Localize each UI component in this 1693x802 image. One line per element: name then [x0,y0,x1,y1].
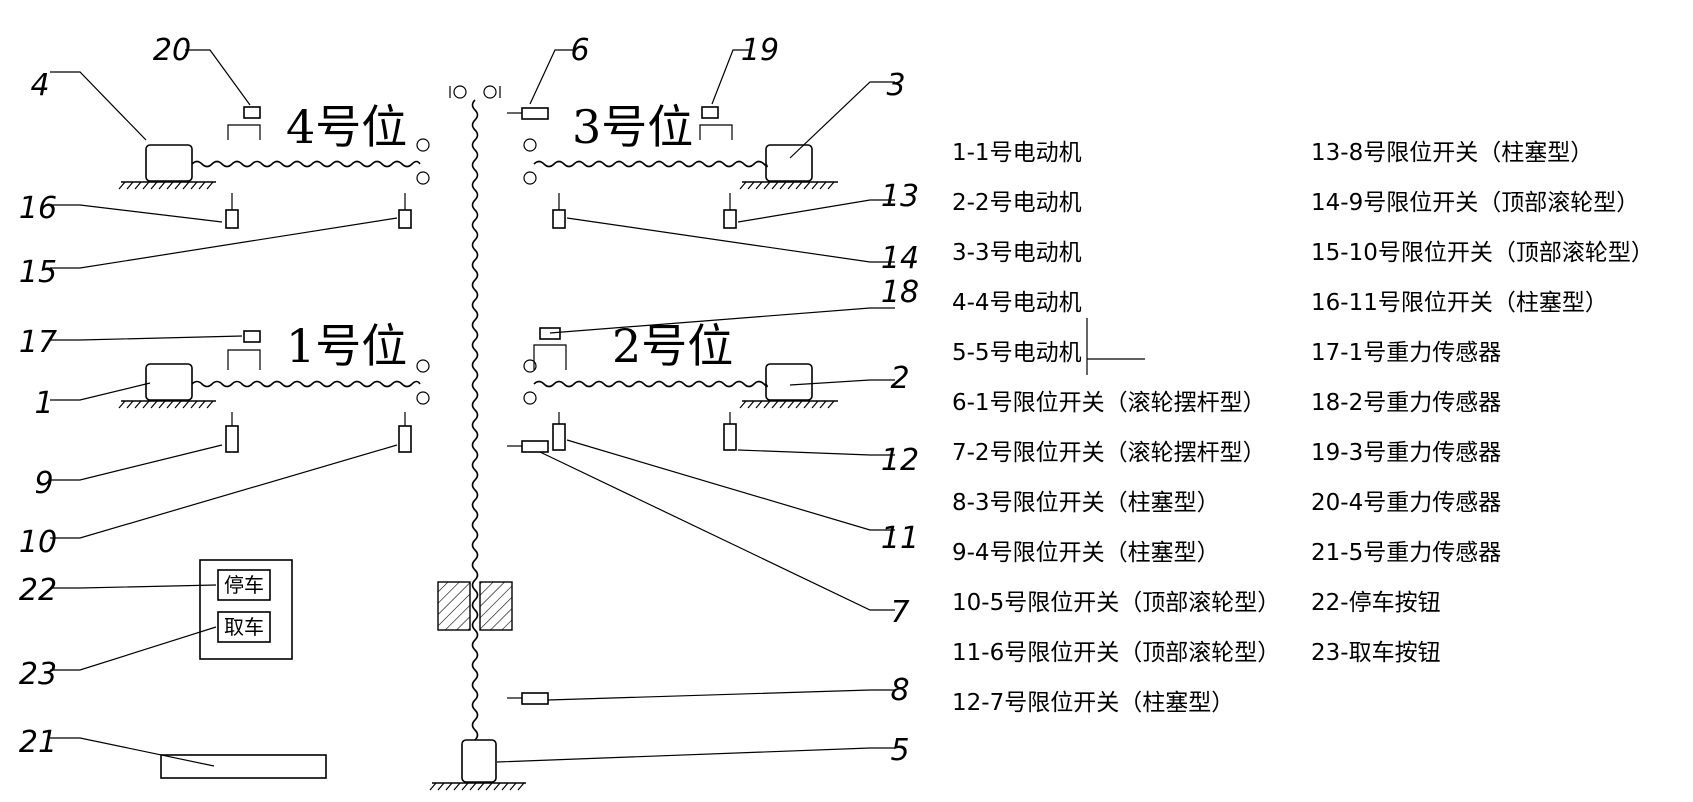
callout-21: 21 [19,725,57,760]
legend-item: 8-3号限位开关（柱塞型） [952,490,1220,516]
legend-item: 2-2号电动机 [952,190,1082,216]
callout-20: 20 [153,33,191,68]
legend-item: 10-5号限位开关（顶部滚轮型） [952,590,1281,616]
callout-numbers: 4 20 16 15 17 1 9 10 22 23 21 6 19 3 13 … [19,33,919,768]
callout-13: 13 [881,179,919,214]
legend-item: 22-停车按钮 [1311,590,1441,616]
motor-4 [145,144,193,182]
motor-3 [765,144,813,182]
legend-item: 13-8号限位开关（柱塞型） [1311,140,1594,166]
legend-item: 21-5号重力传感器 [1311,540,1502,566]
legend-right-column: 13-8号限位开关（柱塞型） 14-9号限位开关（顶部滚轮型） 15-10号限位… [1311,128,1654,678]
park-button[interactable]: 停车 [224,573,264,597]
callout-6: 6 [570,33,589,68]
legend-item: 11-6号限位开关（顶部滚轮型） [952,640,1281,666]
callout-3: 3 [886,68,905,103]
vertical-shaft [449,85,501,741]
retrieve-button[interactable]: 取车 [224,615,264,639]
callout-10: 10 [19,525,57,560]
position-4-label: 4号位 [286,100,407,154]
callout-12: 12 [881,443,919,478]
callout-23: 23 [19,657,57,692]
legend-item: 23-取车按钮 [1311,640,1441,666]
legend-item: 14-9号限位开关（顶部滚轮型） [1311,190,1640,216]
motor-2 [765,363,813,401]
callout-15: 15 [19,255,57,290]
limit-switch-8 [507,692,549,705]
legend-item: 17-1号重力传感器 [1311,340,1502,366]
legend-item: 20-4号重力传感器 [1311,490,1502,516]
legend-item: 4-4号电动机 [952,290,1082,316]
callout-11: 11 [881,521,919,556]
legend-left-column: 1-1号电动机 2-2号电动机 3-3号电动机 4-4号电动机 5-5号电动机 … [952,128,1280,728]
motor-5 [429,739,526,791]
legend-item: 18-2号重力传感器 [1311,390,1502,416]
callout-14: 14 [881,241,919,276]
callout-17: 17 [19,325,57,360]
legend-item: 6-1号限位开关（滚轮摆杆型） [952,390,1266,416]
legend-item: 5-5号电动机 [952,340,1082,366]
position-1-label: 1号位 [286,319,407,373]
legend-item: 1-1号电动机 [952,140,1082,166]
control-panel: 停车 取车 [199,559,293,660]
position-2-label: 2号位 [612,319,733,373]
legend-item: 19-3号重力传感器 [1311,440,1502,466]
position-2-assembly [507,327,838,453]
callout-16: 16 [19,191,57,226]
position-4-assembly [118,106,430,229]
callout-4: 4 [30,68,49,103]
callout-7: 7 [890,595,909,630]
position-3-assembly [507,106,838,229]
callout-5: 5 [890,733,909,768]
callout-9: 9 [34,466,53,501]
gravity-sensor-21 [160,754,327,779]
callout-8: 8 [890,673,909,708]
legend-item: 15-10号限位开关（顶部滚轮型） [1311,240,1654,266]
legend-item: 9-4号限位开关（柱塞型） [952,540,1220,566]
legend-item: 3-3号电动机 [952,240,1082,266]
legend-item: 7-2号限位开关（滚轮摆杆型） [952,440,1266,466]
callout-1: 1 [34,386,53,421]
callout-2: 2 [890,361,909,396]
motor-1 [145,363,193,401]
position-1-assembly [118,330,430,453]
legend-item: 16-11号限位开关（柱塞型） [1311,290,1608,316]
callout-22: 22 [19,573,57,608]
position-3-label: 3号位 [572,100,693,154]
callout-19: 19 [741,33,779,68]
legend-item: 12-7号限位开关（柱塞型） [952,690,1235,716]
callout-18: 18 [881,275,919,310]
leader-lines [50,49,895,767]
slider-block [437,581,513,631]
